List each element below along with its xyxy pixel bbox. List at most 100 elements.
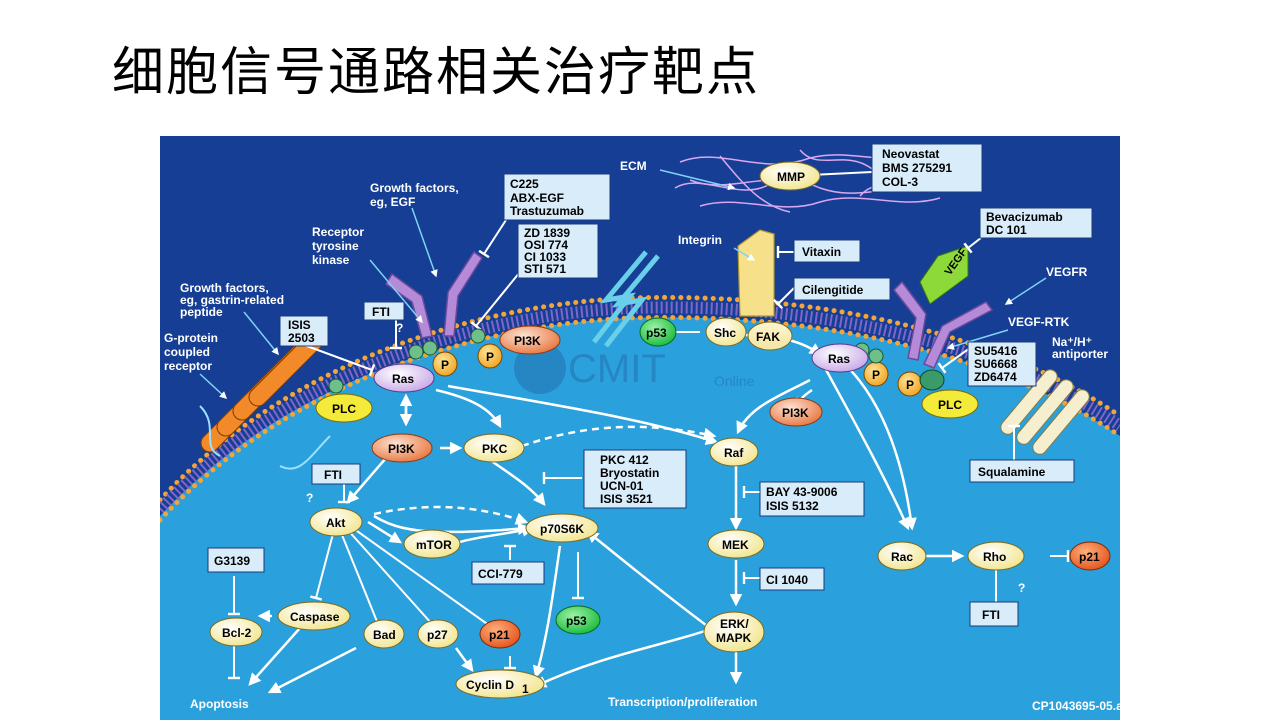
label-pointers (199, 169, 1047, 400)
drug-isis2503-1: ISIS (288, 318, 311, 332)
drug-g3139: G3139 (214, 554, 250, 568)
rtk-label-1: Receptor (312, 225, 364, 239)
gpcr-label-2: coupled (164, 345, 210, 359)
drug-egfr-ab-2: ABX-EGF (510, 191, 564, 205)
gf-gastrin-label-3: peptide (180, 305, 223, 319)
gf-egf-label-1: Growth factors, (370, 181, 459, 195)
drug-raf-2: ISIS 5132 (766, 499, 819, 513)
node-raf: Raf (724, 446, 744, 460)
question-mark-2: ? (306, 491, 313, 505)
question-mark-3: ? (1018, 581, 1025, 595)
drug-vegfr-tki-1: SU5416 (974, 344, 1018, 358)
node-cyclin: Cyclin D (466, 678, 514, 692)
node-erk-1: ERK/ (720, 617, 749, 631)
antiporter-label-2: antiporter (1052, 347, 1108, 361)
akt-inhibition-lines (309, 525, 1070, 670)
drug-vitaxin: Vitaxin (802, 245, 841, 259)
drug-cci779: CCI-779 (478, 567, 523, 581)
dashed-arrows (373, 425, 717, 525)
drug-vegf-ab-2: DC 101 (986, 223, 1027, 237)
activation-arrows (248, 333, 965, 694)
pathway-nodes: MMP p53 Shc FAK PI3K P P P P Ras Ras PLC… (209, 161, 1111, 699)
node-bcl2: Bcl-2 (222, 626, 252, 640)
gpcr-label-1: G-protein (164, 331, 218, 345)
node-erk-2: MAPK (716, 631, 752, 645)
drug-isis2503-2: 2503 (288, 331, 315, 345)
ion-channel-lightning (592, 250, 660, 348)
node-cyclin-sub: 1 (522, 682, 529, 696)
drug-vegfr-tki-2: SU6668 (974, 357, 1018, 371)
drug-boxes: Neovastat BMS 275291 COL-3 C225 ABX-EGF … (207, 143, 1093, 627)
watermark: CMIT Online (514, 342, 755, 394)
drug-egfr-ab-1: C225 (510, 177, 539, 191)
gf-egf-label-2: eg, EGF (370, 195, 415, 209)
drug-mmp-2: BMS 275291 (882, 161, 952, 175)
node-p53-bottom: p53 (566, 614, 587, 628)
node-rac: Rac (891, 550, 913, 564)
node-ras-left: Ras (392, 372, 414, 386)
vegfr-label: VEGFR (1046, 265, 1088, 279)
gf-gastrin-label-2: eg, gastrin-related (180, 293, 284, 307)
node-pi3k-mid: PI3K (388, 442, 415, 456)
node-plc-left: PLC (332, 402, 356, 416)
node-p-1: P (441, 358, 449, 372)
drug-egfr-tki-4: STI 571 (524, 262, 566, 276)
signaling-pathway-diagram: VEGF CMIT Online (155, 136, 1126, 720)
node-p53-top: p53 (646, 326, 667, 340)
node-pi3k-top: PI3K (514, 334, 541, 348)
node-p21-bottom: p21 (489, 628, 510, 642)
question-mark-1: ? (396, 321, 403, 335)
integrin-label: Integrin (678, 233, 722, 247)
g-protein-coupled-receptor (199, 329, 331, 470)
node-p27: p27 (427, 628, 448, 642)
drug-raf-1: BAY 43-9006 (766, 485, 838, 499)
node-caspase: Caspase (290, 610, 340, 624)
node-akt: Akt (326, 516, 345, 530)
drug-pkc-3: UCN-01 (600, 479, 644, 493)
rtk-label-2: tyrosine (312, 239, 359, 253)
watermark-main: CMIT (568, 347, 666, 391)
drug-pkc-4: ISIS 3521 (600, 492, 653, 506)
node-p21-right: p21 (1079, 550, 1100, 564)
integrin-receptor (737, 229, 775, 317)
drug-vegfr-tki-3: ZD6474 (974, 370, 1017, 384)
drug-pkc-2: Bryostatin (600, 466, 659, 480)
figure-code-label: CP1043695-05.ai (1032, 699, 1120, 713)
node-p-4: P (906, 378, 914, 392)
node-pi3k-right: PI3K (782, 406, 809, 420)
node-mtor: mTOR (416, 538, 452, 552)
watermark-sub: Online (714, 373, 755, 389)
drug-egfr-tki-3: CI 1033 (524, 250, 566, 264)
node-p-3: P (872, 368, 880, 382)
drug-pkc-1: PKC 412 (600, 453, 649, 467)
drug-mmp-1: Neovastat (882, 147, 939, 161)
drug-egfr-tki-1: ZD 1839 (524, 226, 570, 240)
node-ras-right: Ras (828, 352, 850, 366)
apoptosis-label: Apoptosis (190, 697, 249, 711)
drug-egfr-tki-2: OSI 774 (524, 238, 568, 252)
diagram-canvas: VEGF CMIT Online (155, 136, 1126, 720)
node-rho: Rho (983, 550, 1006, 564)
node-plc-right: PLC (938, 398, 962, 412)
node-pkc: PKC (482, 442, 508, 456)
slide-title: 细胞信号通路相关治疗靶点 (112, 43, 761, 103)
gpcr-label-3: receptor (164, 359, 212, 373)
node-fak: FAK (756, 330, 780, 344)
drug-vegf-ab-1: Bevacizumab (986, 210, 1063, 224)
na-h-antiporter (1000, 369, 1090, 455)
drug-egfr-ab-3: Trastuzumab (510, 204, 584, 218)
ecm-label: ECM (620, 159, 647, 173)
node-mek: MEK (722, 538, 749, 552)
white-labels: Growth factors, eg, EGF ECM Integrin Rec… (164, 159, 1126, 713)
drug-fti-top: FTI (372, 305, 390, 319)
transcription-label: Transcription/proliferation (608, 695, 757, 709)
drug-fti-right: FTI (982, 608, 1000, 622)
antiporter-label-1: Na⁺/H⁺ (1052, 335, 1092, 349)
vegf-rtk-label: VEGF-RTK (1008, 315, 1070, 329)
rtk-label-3: kinase (312, 253, 350, 267)
node-bad: Bad (373, 628, 396, 642)
vegf-receptor (892, 280, 994, 369)
drug-ci1040: CI 1040 (766, 573, 808, 587)
node-p70s6k: p70S6K (540, 522, 584, 536)
drug-mmp-3: COL-3 (882, 175, 918, 189)
